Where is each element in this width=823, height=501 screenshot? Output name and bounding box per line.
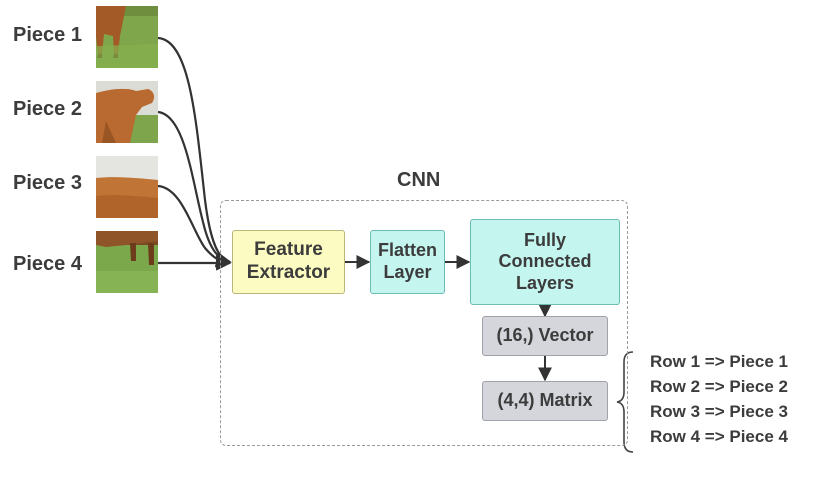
cnn-title: CNN: [397, 169, 441, 191]
flatten-layer-label: Flatten Layer: [377, 240, 437, 282]
row-mapping-brace: [616, 351, 634, 453]
piece-1-connector: [157, 36, 232, 268]
fully-connected-label: Fully Connected Layers: [498, 229, 592, 293]
feature-extractor-label: Feature Extractor: [246, 239, 331, 283]
feature-extractor-node: Feature Extractor: [232, 230, 345, 294]
piece-1-image: [96, 6, 158, 68]
piece-label-3: Piece 3: [13, 172, 82, 194]
flatten-layer-node: Flatten Layer: [370, 230, 445, 294]
matrix-node: (4,4) Matrix: [482, 381, 608, 421]
piece-label-4: Piece 4: [13, 253, 82, 275]
piece-4-image: [96, 231, 158, 293]
matrix-label: (4,4) Matrix: [497, 390, 593, 411]
piece-label-2: Piece 2: [13, 98, 82, 120]
row-mapping-3: Row 3 => Piece 3: [650, 402, 788, 421]
fully-connected-node: Fully Connected Layers: [470, 219, 620, 305]
piece-label-1: Piece 1: [13, 24, 82, 46]
row-mapping-4: Row 4 => Piece 4: [650, 427, 788, 446]
row-mapping-2: Row 2 => Piece 2: [650, 377, 788, 396]
piece-2-image: [96, 81, 158, 143]
vector-label: (16,) Vector: [496, 325, 594, 346]
piece-3-image: [96, 156, 158, 218]
vector-node: (16,) Vector: [482, 316, 608, 356]
row-mapping-1: Row 1 => Piece 1: [650, 352, 788, 371]
cnn-container: [220, 200, 628, 446]
